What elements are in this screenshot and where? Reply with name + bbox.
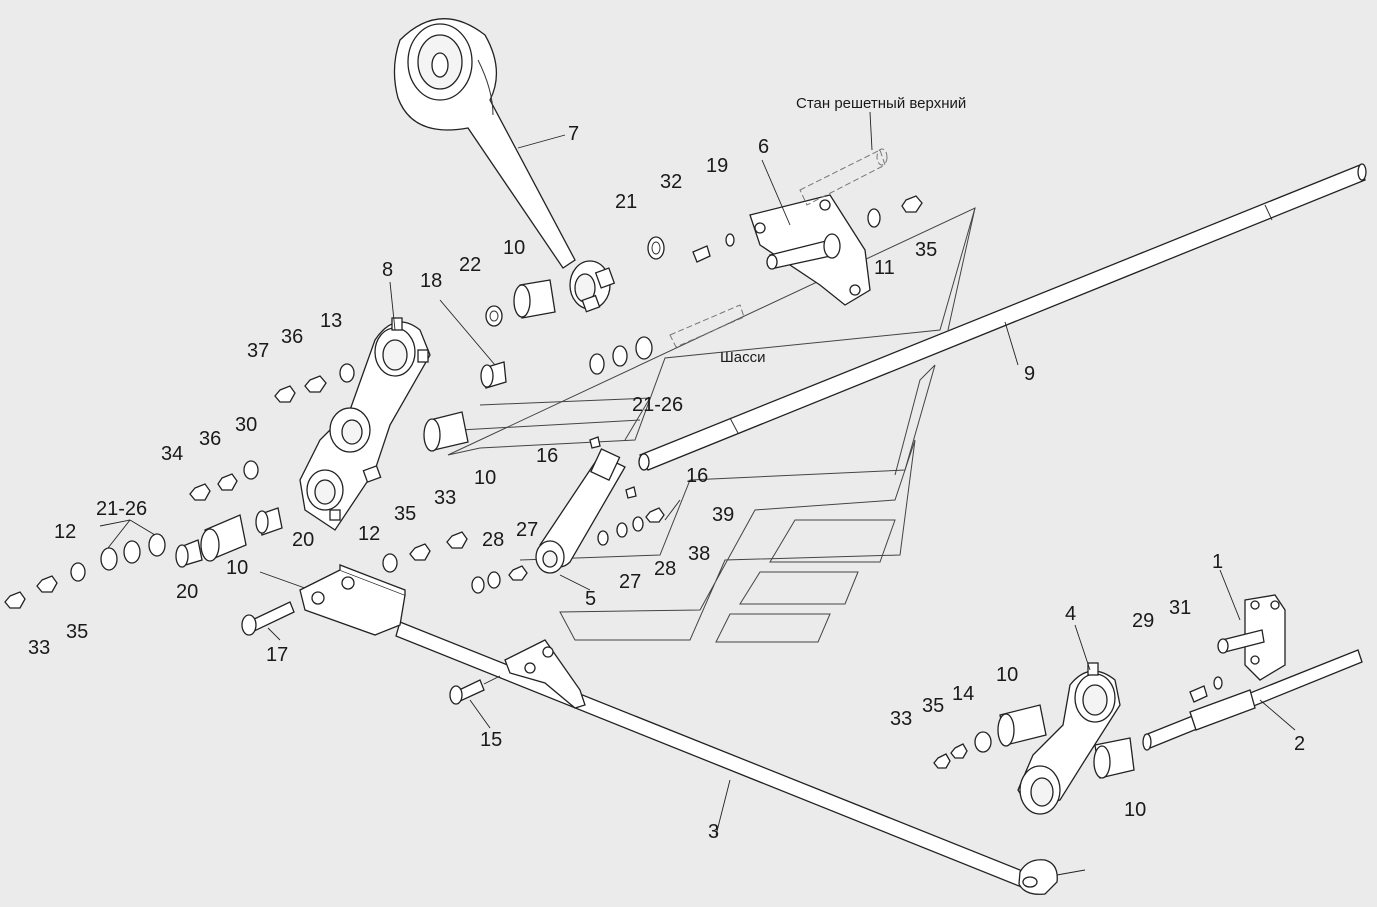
- callout-17: 17: [266, 644, 288, 666]
- callout-4: 4: [1065, 603, 1076, 625]
- bracket-mid: [504, 639, 586, 709]
- lever-4: [1017, 662, 1121, 815]
- crank-7: [393, 18, 616, 313]
- callout-21-26-right: 21-26: [632, 394, 683, 416]
- callout-32: 32: [660, 171, 682, 193]
- callout-10-top: 10: [503, 237, 525, 259]
- callout-2: 2: [1294, 733, 1305, 755]
- callout-37: 37: [247, 340, 269, 362]
- chassis-outline: [447, 207, 976, 643]
- callout-38: 38: [688, 543, 710, 565]
- callout-34: 34: [161, 443, 183, 465]
- callout-19: 19: [706, 155, 728, 177]
- callout-21: 21: [615, 191, 637, 213]
- bushings: [175, 279, 1135, 779]
- callout-20-left: 20: [176, 581, 198, 603]
- note-upper-frame: Стан решетный верхний: [796, 95, 966, 112]
- callout-3: 3: [708, 821, 719, 843]
- callout-27-right: 27: [619, 571, 641, 593]
- callout-35-right: 35: [922, 695, 944, 717]
- callout-35-mid: 35: [394, 503, 416, 525]
- callout-5: 5: [585, 588, 596, 610]
- callout-36-top: 36: [281, 326, 303, 348]
- callout-21-26-left: 21-26: [96, 498, 147, 520]
- callout-30: 30: [235, 414, 257, 436]
- shaft-2: [1142, 649, 1363, 751]
- pins: [241, 601, 501, 705]
- callout-11: 11: [874, 257, 895, 279]
- callout-10-bottom: 10: [1124, 799, 1146, 821]
- callout-13: 13: [320, 310, 342, 332]
- upper-frame-ghost: [799, 111, 888, 206]
- callout-7: 7: [568, 123, 579, 145]
- callout-33-left: 33: [28, 637, 50, 659]
- shaft-9: [638, 163, 1367, 471]
- callout-28-left: 28: [482, 529, 504, 551]
- lever-8: [299, 317, 431, 531]
- callout-18: 18: [420, 270, 442, 292]
- note-chassis: Шасси: [720, 349, 765, 366]
- bracket-lower: [299, 564, 406, 636]
- callout-22: 22: [459, 254, 481, 276]
- plate-6: [749, 194, 871, 306]
- chassis-pin-ghost: [669, 304, 745, 348]
- callout-33-mid: 33: [434, 487, 456, 509]
- callout-8: 8: [382, 259, 393, 281]
- callout-36-bottom: 36: [199, 428, 221, 450]
- callout-16-right: 16: [686, 465, 708, 487]
- callouts: 1 2 3 4 5 6 7 8 9 10 10 10 10 10 11 12 1…: [28, 123, 1305, 843]
- callout-1: 1: [1212, 551, 1223, 573]
- callout-29: 29: [1132, 610, 1154, 632]
- small-hardware: [4, 195, 1223, 769]
- callout-33-right: 33: [890, 708, 912, 730]
- plate-1: [1217, 594, 1286, 681]
- callout-16-left: 16: [536, 445, 558, 467]
- callout-10-left: 10: [226, 557, 248, 579]
- callout-12-left: 12: [54, 521, 76, 543]
- callout-9: 9: [1024, 363, 1035, 385]
- callout-35-top: 35: [915, 239, 937, 261]
- callout-31: 31: [1169, 597, 1191, 619]
- callout-6: 6: [758, 136, 769, 158]
- callout-27-left: 27: [516, 519, 538, 541]
- callout-28-right: 28: [654, 558, 676, 580]
- link-5: [535, 448, 626, 574]
- callout-14: 14: [952, 683, 974, 705]
- callout-10-mid: 10: [474, 467, 496, 489]
- callout-12-mid: 12: [358, 523, 380, 545]
- callout-20-mid: 20: [292, 529, 314, 551]
- callout-35-left: 35: [66, 621, 88, 643]
- leader-lines: [99, 134, 1296, 836]
- callout-15: 15: [480, 729, 502, 751]
- callout-39: 39: [712, 504, 734, 526]
- callout-10-right: 10: [996, 664, 1018, 686]
